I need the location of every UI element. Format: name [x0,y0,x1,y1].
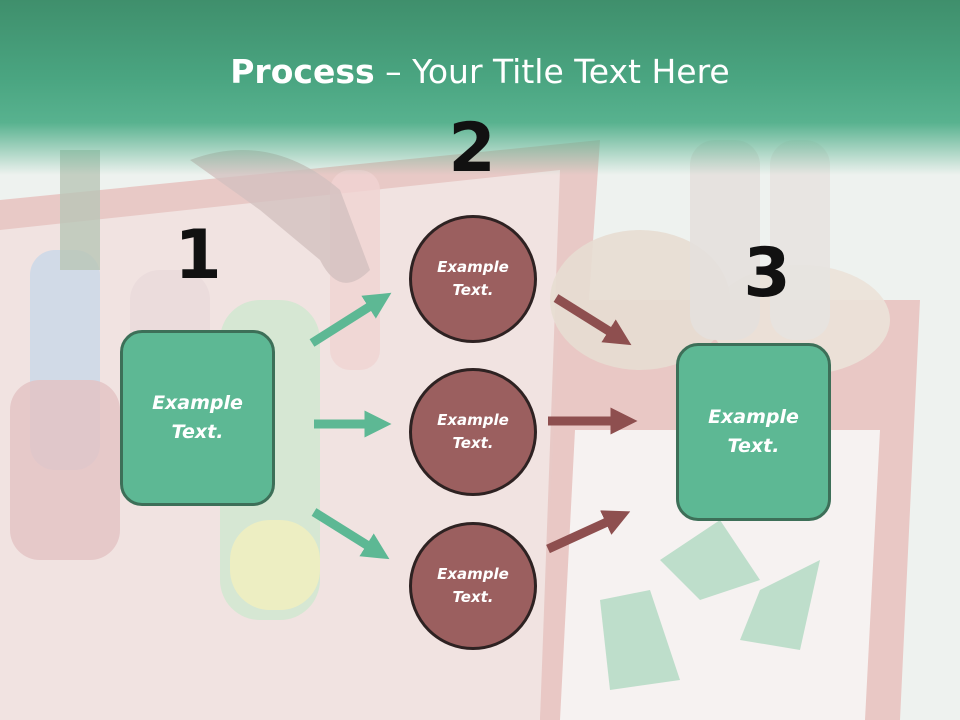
arrow-brown-up [546,510,631,554]
step-1-label: Example Text. [152,392,243,443]
step-number-1: 1 [174,216,222,295]
circle-top-label: Example Text. [437,258,509,299]
title-bold: Process [230,52,375,91]
circle-bottom-label: Example Text. [437,565,509,606]
title-rest: – Your Title Text Here [374,52,730,91]
step-3-label: Example Text. [708,406,799,457]
step-2-circle-top: Example Text. [409,215,537,343]
step-3-box: Example Text. [676,343,831,521]
header-band [0,0,960,175]
step-number-2: 2 [448,109,496,188]
step-number-3: 3 [743,234,791,313]
slide-title: Process – Your Title Text Here [0,52,960,91]
circle-middle-label: Example Text. [437,411,509,452]
arrow-green-up [309,292,392,347]
arrow-green-down [311,508,390,560]
step-2-circle-bottom: Example Text. [409,522,537,650]
arrow-brown-down [553,294,632,346]
step-2-circle-middle: Example Text. [409,368,537,496]
step-1-box: Example Text. [120,330,275,506]
